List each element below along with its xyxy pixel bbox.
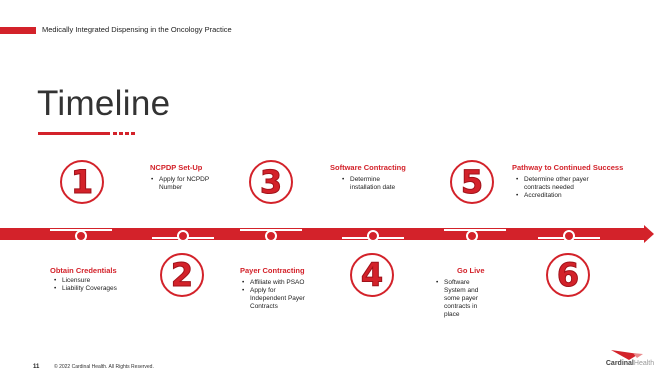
step-3-heading: Payer Contracting [240, 266, 305, 275]
timeline-arrowhead [644, 225, 654, 243]
timeline-node-6 [563, 230, 575, 242]
step-3-badge: 3 [249, 160, 293, 204]
step-3-number: 3 [259, 163, 283, 202]
timeline-node-1 [75, 230, 87, 242]
step-4-number: 4 [360, 256, 384, 295]
step-4-badge: 4 [350, 253, 394, 297]
step-6-number: 6 [556, 256, 580, 295]
list-item: Determine other payer contracts needed [514, 176, 614, 192]
logo-wordmark: CardinalHealth [603, 360, 657, 367]
step-2-badge: 2 [160, 253, 204, 297]
step-2-list: Apply for NCPDP Number [149, 176, 213, 192]
timeline-node-4 [367, 230, 379, 242]
header-accent-bar [0, 27, 36, 34]
logo-word-bold: Cardinal [605, 360, 634, 367]
list-item: Liability Coverages [52, 285, 152, 293]
step-1-number: 1 [70, 163, 94, 202]
step-5-number: 5 [460, 163, 484, 202]
step-5-badge: 5 [450, 160, 494, 204]
list-item: Apply for Independent Payer Contracts [240, 287, 306, 311]
page-number: 11 [33, 364, 40, 370]
step-6-heading: Pathway to Continued Success [512, 163, 624, 172]
logo-word-light: Health [633, 360, 655, 367]
timeline-node-3 [265, 230, 277, 242]
list-item: Determine installation date [340, 176, 398, 192]
step-2-heading: NCPDP Set-Up [150, 163, 203, 172]
logo-mark-icon [611, 350, 643, 360]
list-item: Affiliate with PSAO [240, 279, 306, 287]
step-6-badge: 6 [546, 253, 590, 297]
copyright-text: © 2022 Cardinal Health. All Rights Reser… [54, 364, 154, 370]
step-5-heading: Go Live [457, 266, 485, 275]
step-1-list: Licensure Liability Coverages [52, 277, 152, 293]
step-1-badge: 1 [60, 160, 104, 204]
step-3-list: Affiliate with PSAO Apply for Independen… [240, 279, 306, 311]
cardinal-health-logo: CardinalHealth [603, 349, 657, 371]
list-item: Accreditation [514, 192, 614, 200]
list-item: Software System and some payer contracts… [434, 279, 482, 319]
timeline-node-2 [177, 230, 189, 242]
header-title: Medically Integrated Dispensing in the O… [42, 25, 232, 34]
list-item: Apply for NCPDP Number [149, 176, 213, 192]
step-6-list: Determine other payer contracts needed A… [514, 176, 614, 200]
page-title: Timeline [37, 84, 171, 123]
step-1-heading: Obtain Credentials [50, 266, 117, 275]
title-underline [38, 132, 110, 135]
step-2-number: 2 [170, 256, 194, 295]
step-4-heading: Software Contracting [330, 163, 406, 172]
step-4-list: Determine installation date [340, 176, 398, 192]
title-underline-dots [113, 132, 137, 135]
timeline-node-5 [466, 230, 478, 242]
step-5-list: Software System and some payer contracts… [434, 279, 482, 319]
list-item: Licensure [52, 277, 152, 285]
